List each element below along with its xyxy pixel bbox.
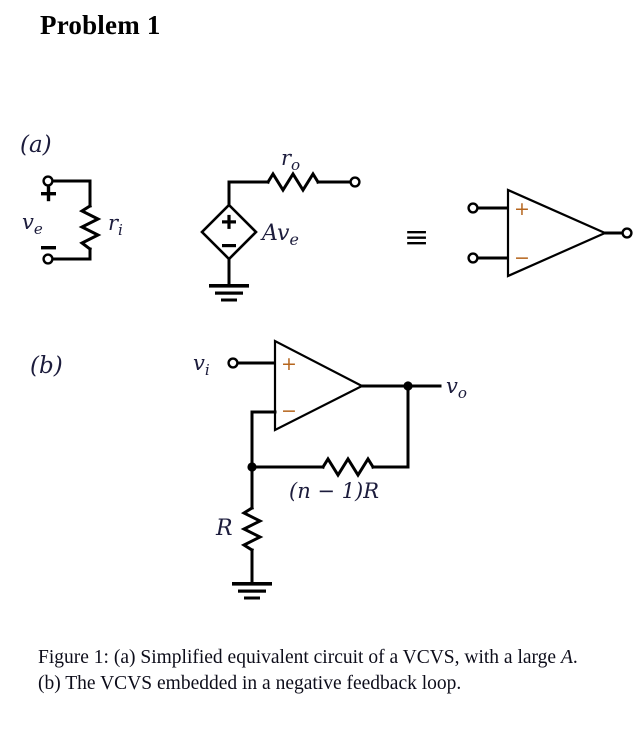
label-ve: ve — [22, 210, 43, 238]
feedback-circuit: vi + − vo (n − 1)R — [193, 339, 467, 600]
label-ri: ri — [108, 211, 123, 239]
input-terminal-positive — [42, 175, 54, 187]
dependent-source-diamond — [200, 203, 258, 261]
resistor-feedback-symbol — [320, 456, 376, 478]
feedback-right-wire — [371, 384, 410, 469]
figure-caption: Figure 1: (a) Simplified equivalent circ… — [38, 645, 598, 696]
caption-italic-symbol: A — [560, 647, 573, 668]
label-feedback-resistor: (n − 1)R — [289, 479, 379, 503]
opamp-a-plus-sign: + — [514, 198, 530, 220]
opamp-a-terminal-output — [621, 227, 633, 239]
label-vo: vo — [446, 374, 467, 402]
opamp-symbol-a: + − — [467, 188, 633, 278]
input-port-network: ve ri — [22, 175, 123, 265]
circuit-figure: (a) ve ri — [20, 132, 633, 600]
inverting-input-wire — [250, 410, 277, 469]
opamp-b-minus-sign: − — [281, 400, 297, 422]
ground-symbol-b — [232, 582, 272, 600]
opamp-b-plus-sign: + — [281, 353, 297, 375]
opamp-a-terminal-plus — [467, 202, 479, 214]
resistor-R-symbol — [240, 505, 264, 553]
opamp-a-minus-sign: − — [514, 247, 530, 269]
dependent-source-network: ro Ave — [200, 146, 361, 302]
source-top-wire — [227, 180, 270, 207]
label-R: R — [215, 516, 233, 541]
source-minus-sign — [222, 244, 236, 248]
label-ro: ro — [281, 146, 300, 174]
equivalence-symbol: ≡ — [404, 220, 429, 255]
source-plus-sign — [222, 214, 236, 229]
label-vi: vi — [193, 351, 210, 379]
input-terminal-negative — [42, 253, 54, 265]
input-minus-sign — [41, 246, 56, 250]
opamp-b-triangle — [273, 339, 365, 432]
caption-suffix: . (b) The VCVS embedded in a negative fe… — [38, 647, 578, 694]
output-terminal — [349, 176, 361, 188]
caption-prefix: Figure 1: (a) Simplified equivalent circ… — [38, 647, 561, 668]
page-title: Problem 1 — [40, 10, 161, 40]
input-terminal-b — [227, 357, 239, 369]
panel-b-label: (b) — [30, 353, 63, 379]
resistor-ri-symbol — [78, 203, 102, 252]
label-ave: Ave — [260, 221, 299, 249]
input-plus-sign — [41, 186, 56, 202]
opamp-a-terminal-minus — [467, 252, 479, 264]
ground-symbol-a — [209, 284, 249, 302]
input-top-wire — [53, 179, 92, 208]
panel-a-label: (a) — [20, 132, 52, 158]
input-bottom-wire — [53, 247, 92, 261]
resistor-ro-symbol — [265, 171, 321, 193]
opamp-a-triangle — [506, 188, 608, 278]
